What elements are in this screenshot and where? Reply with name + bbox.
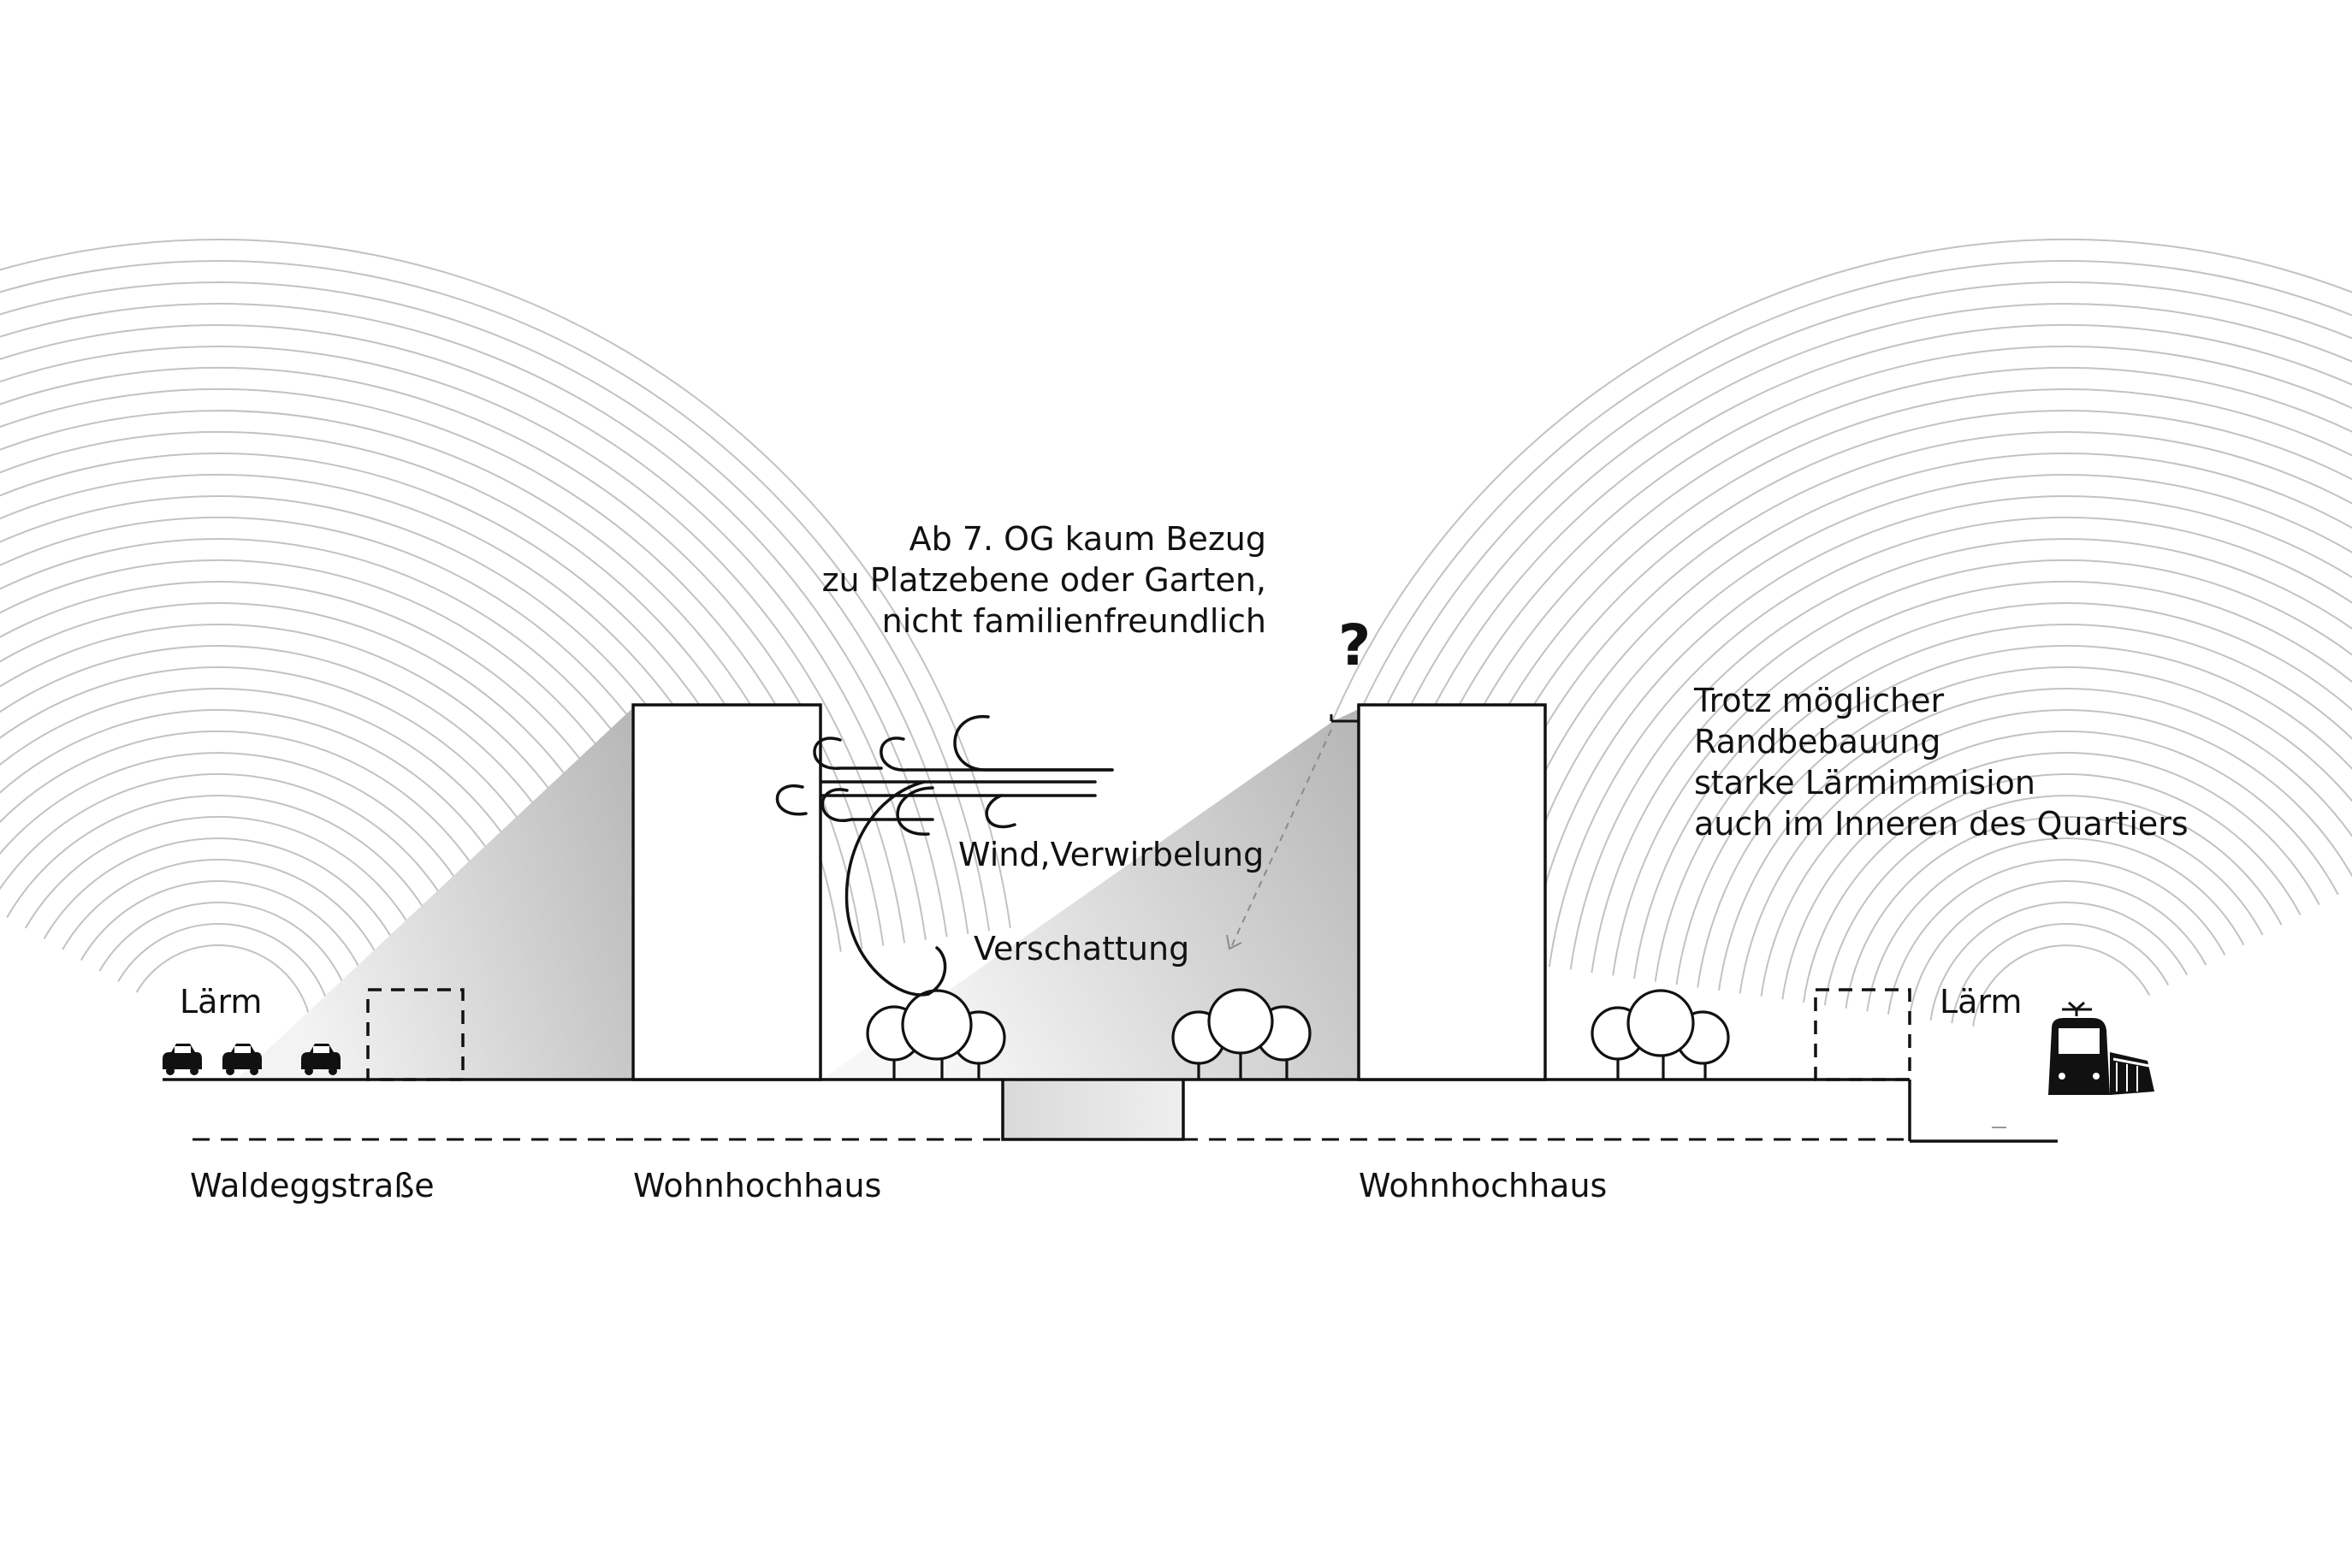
noise-arc: [1569, 538, 2352, 970]
noise-arc: [1803, 773, 2302, 1003]
noise-arc: [1273, 238, 2352, 929]
train-icon: [2048, 1001, 2154, 1095]
wind-label: Wind,Verwirbelung: [958, 836, 1265, 873]
building-label-left: Wohnhochhaus: [633, 1167, 882, 1204]
car-icon: [301, 1044, 341, 1075]
noise-arc: [1315, 281, 2352, 934]
noise-arc: [1527, 495, 2352, 964]
noise-arc: [0, 367, 885, 946]
plaza-underpass: [1001, 1078, 1185, 1141]
noise-arc: [0, 281, 969, 934]
noise-arc: [1697, 666, 2352, 988]
noise-arc: [1400, 367, 2352, 946]
noise-arc: [1421, 388, 2352, 950]
noise-label-left: Lärm: [180, 983, 263, 1021]
wind-swirl-icon: [775, 715, 1114, 997]
noise-arc: [1760, 730, 2339, 997]
perimeter-block-right: [1814, 988, 1911, 1081]
noise-arc: [0, 324, 927, 940]
noise-arc: [1739, 709, 2352, 994]
note-right-line: Randbebauung: [1694, 723, 1941, 760]
noise-arc: [135, 944, 312, 1027]
noise-arc: [1887, 858, 2226, 1015]
noise-shadow-left: [240, 709, 631, 1080]
note-upper-line: Ab 7. OG kaum Bezug: [909, 520, 1266, 558]
car-icon: [163, 1044, 202, 1075]
noise-arc: [1336, 303, 2352, 938]
noise-arc: [1506, 474, 2352, 962]
noise-arc: [0, 260, 991, 932]
noise-arc: [1654, 624, 2352, 982]
noise-arc: [0, 346, 906, 944]
tree-group-icon: [866, 989, 1006, 1080]
noise-arc: [1951, 923, 2170, 1024]
note-upper: Ab 7. OG kaum Bezug zu Platzebene oder G…: [796, 518, 1266, 642]
noise-label-right: Lärm: [1940, 983, 2023, 1021]
shade-label: Verschattung: [974, 930, 1190, 967]
view-arrow: [1226, 729, 1332, 950]
noise-arc: [80, 880, 376, 1018]
perimeter-block-left: [366, 988, 465, 1081]
noise-arc: [1972, 944, 2150, 1027]
note-right: Trotz möglicher Randbebauung starke Lärm…: [1694, 680, 2189, 844]
noise-arc: [1378, 345, 2352, 944]
noise-arc: [1548, 516, 2352, 967]
building-label-right: Wohnhochhaus: [1359, 1167, 1608, 1204]
noise-arc: [1484, 453, 2352, 958]
question-mark: ?: [1338, 612, 1372, 678]
noise-arc: [0, 239, 1011, 929]
noise-arc: [1612, 580, 2352, 976]
noise-arc: [117, 923, 334, 1024]
noise-arc: [1633, 602, 2352, 979]
noise-arc: [1781, 752, 2320, 1000]
note-upper-line: zu Platzebene oder Garten,: [821, 561, 1266, 599]
note-right-line: auch im Inneren des Quartiers: [1694, 805, 2189, 843]
tree-group-icon: [1591, 989, 1730, 1080]
shadow-wedge-right: [821, 709, 1359, 1080]
noise-arc: [0, 303, 948, 938]
tower-left: [631, 703, 822, 1081]
noise-arc: [1866, 837, 2245, 1012]
note-right-line: starke Lärmimmision: [1694, 764, 2035, 802]
tower-right: [1357, 703, 1547, 1081]
noise-arc: [1823, 795, 2283, 1006]
balcony-mark: [1330, 714, 1359, 723]
noise-arc: [1358, 323, 2352, 940]
noise-arc: [1591, 559, 2352, 973]
tree-group-icon: [1171, 988, 1312, 1080]
note-right-line: Trotz möglicher: [1694, 682, 1945, 719]
car-icon: [222, 1044, 262, 1075]
noise-arc: [1908, 880, 2207, 1018]
noise-arc: [98, 902, 355, 1021]
noise-arc: [1294, 260, 2352, 932]
noise-arc: [1845, 815, 2264, 1009]
note-upper-line: nicht familienfreundlich: [881, 602, 1266, 640]
noise-arc: [1929, 902, 2189, 1021]
noise-arc: [1675, 644, 2352, 985]
noise-arc: [1718, 688, 2352, 991]
street-label: Waldeggstraße: [190, 1167, 435, 1204]
